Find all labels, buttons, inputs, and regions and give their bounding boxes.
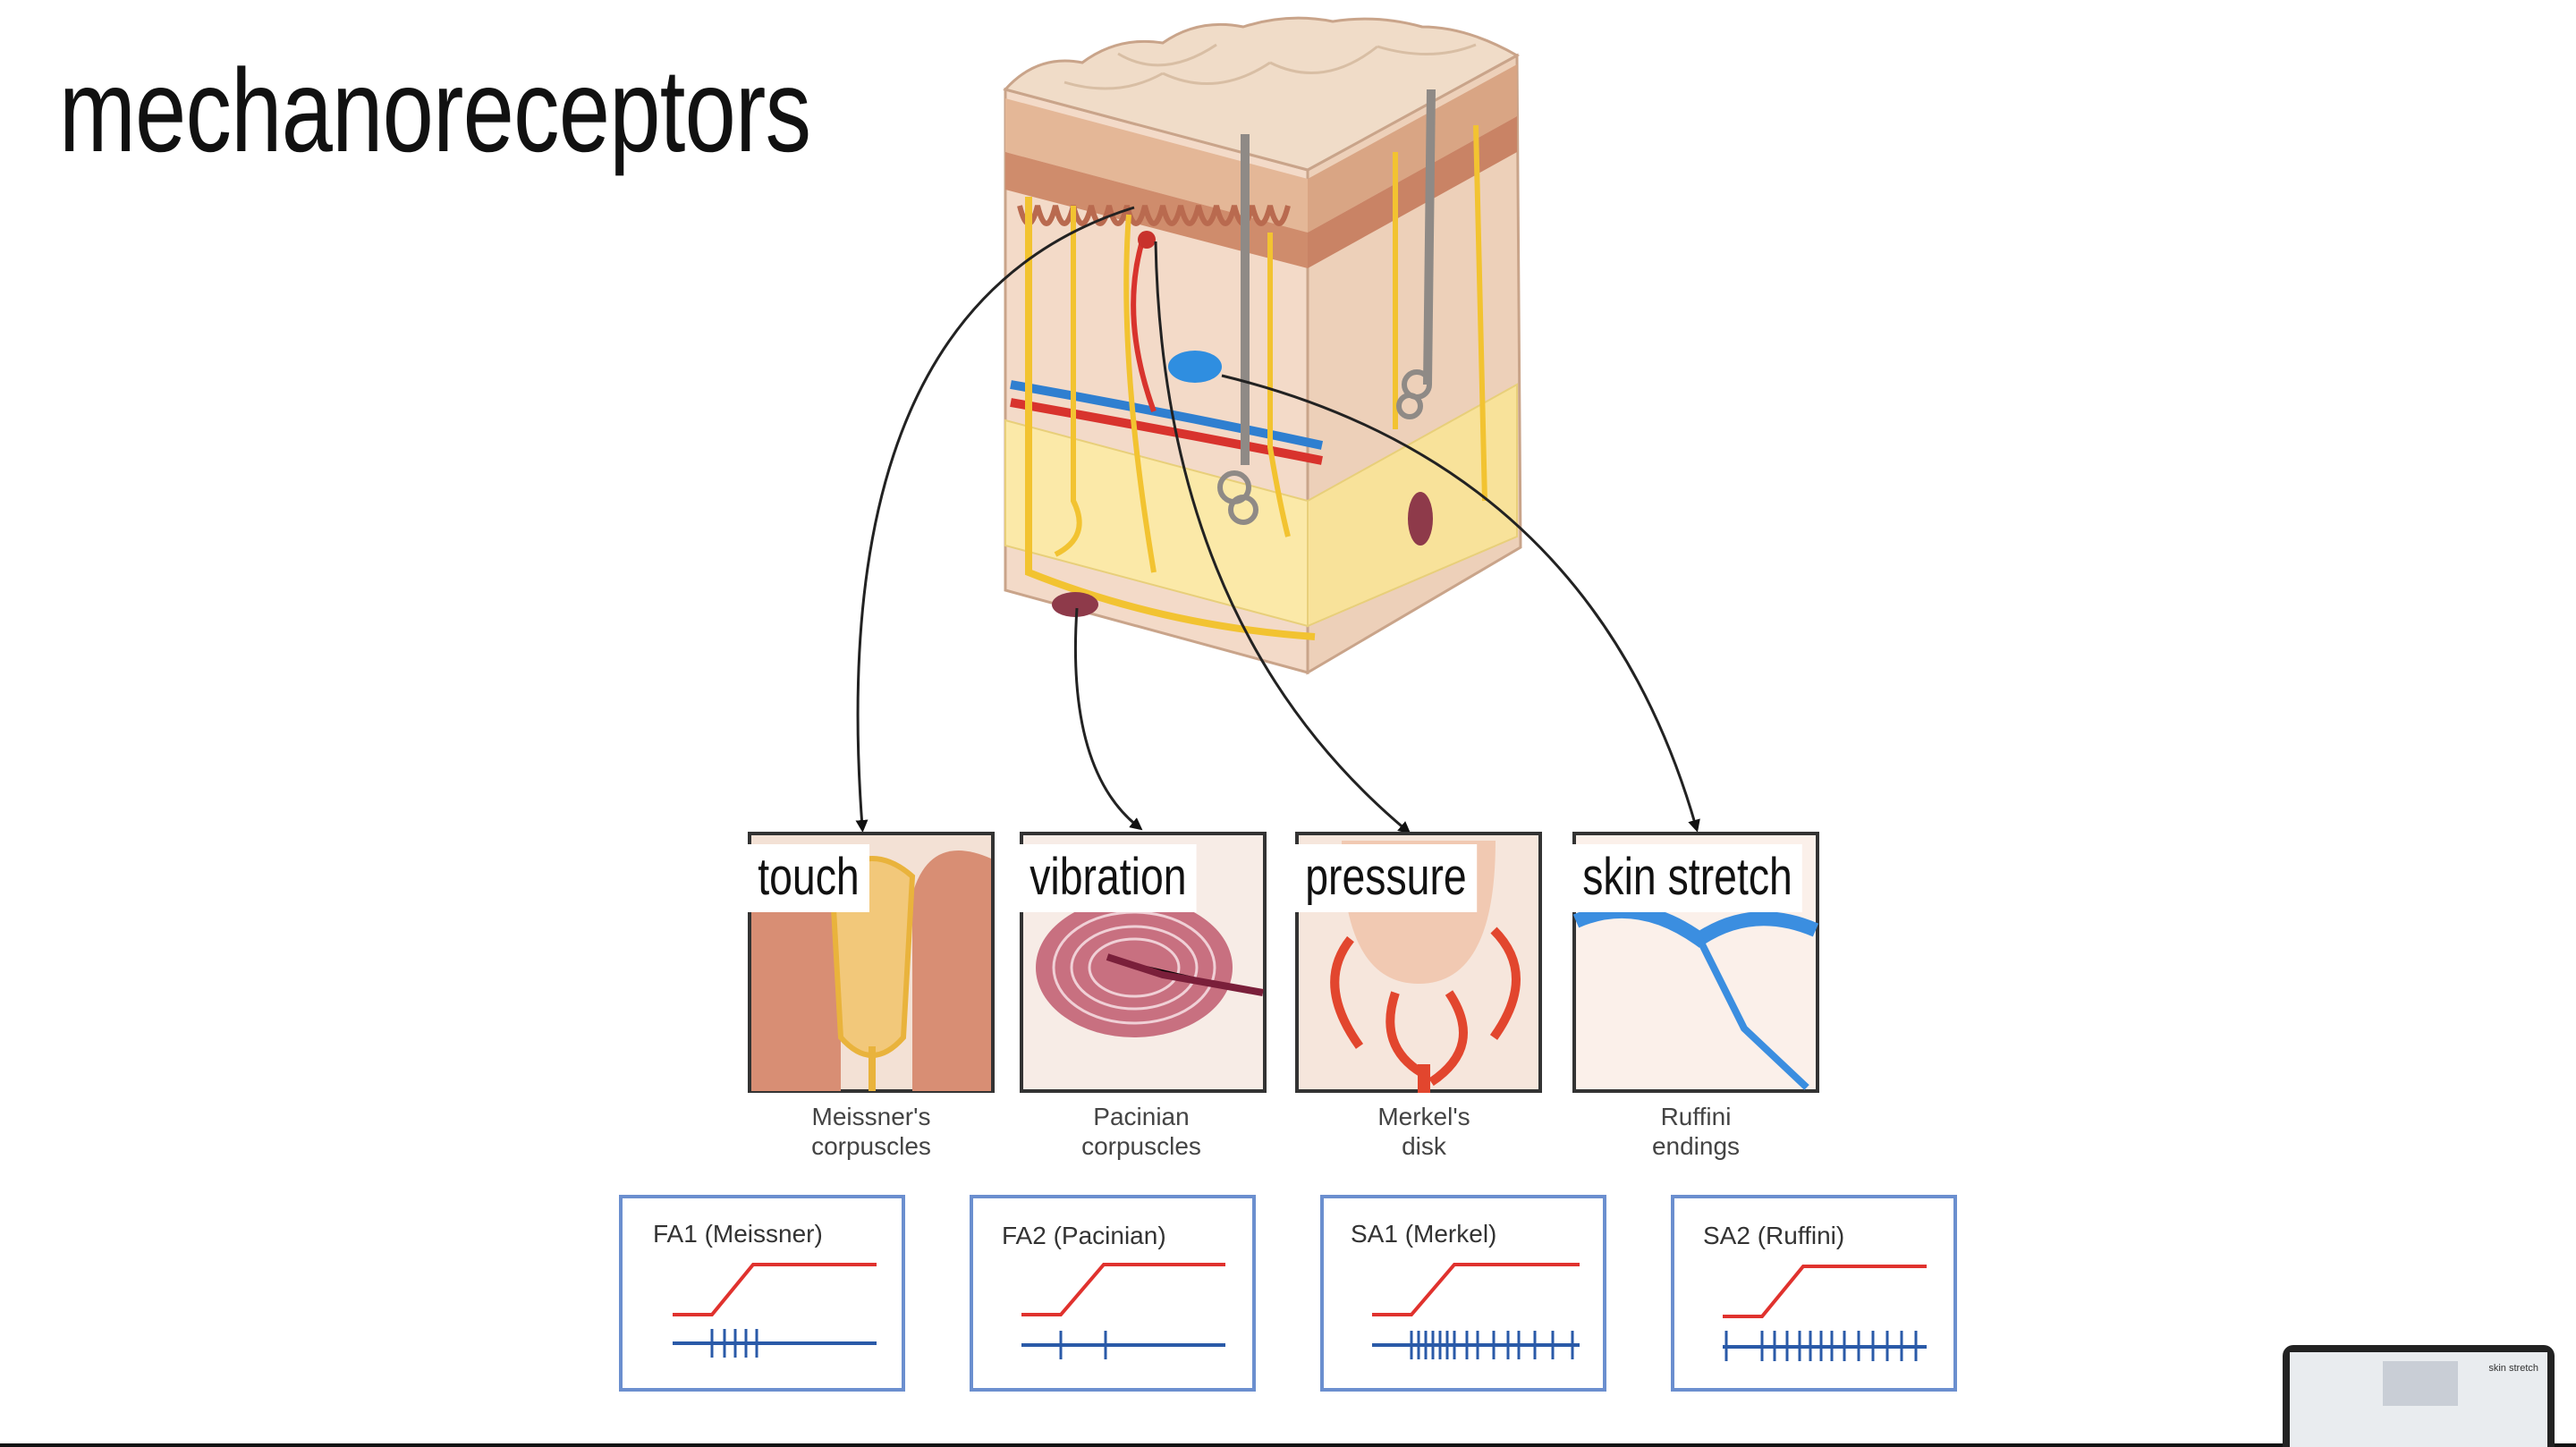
- thumbnail-device-image: [2383, 1361, 2458, 1406]
- thumbnail-label: skin stretch: [2488, 1363, 2538, 1374]
- tag-pressure: pressure: [1295, 844, 1477, 912]
- bottom-rule: [0, 1443, 2576, 1447]
- response-panel-sa2: [1671, 1195, 1957, 1392]
- response-panel-fa1: [619, 1195, 905, 1392]
- response-title-sa2: SA2 (Ruffini): [1703, 1222, 1845, 1249]
- skin-block: [1003, 16, 1522, 675]
- response-panel-sa1: [1320, 1195, 1606, 1392]
- slide-title: mechanoreceptors: [59, 45, 811, 176]
- response-title-fa2: FA2 (Pacinian): [1002, 1222, 1166, 1249]
- tag-vibration: vibration: [1020, 844, 1197, 912]
- arrow-to-touch: [855, 206, 1135, 833]
- presenter-thumbnail[interactable]: skin stretch: [2283, 1345, 2555, 1447]
- arrow-to-pressure: [1154, 241, 1411, 834]
- caption-pacinian: Pacinian corpuscles: [1081, 1103, 1201, 1160]
- caption-meissner: Meissner's corpuscles: [811, 1103, 931, 1160]
- caption-ruffini: Ruffini endings: [1651, 1103, 1741, 1160]
- response-panel-fa2: [970, 1195, 1256, 1392]
- tag-touch: touch: [748, 844, 869, 912]
- tag-skin-stretch: skin stretch: [1572, 844, 1803, 912]
- caption-merkel: Merkel's disk: [1377, 1103, 1470, 1160]
- response-title-fa1: FA1 (Meissner): [653, 1220, 823, 1248]
- arrow-to-vibration: [1073, 607, 1143, 831]
- arrow-to-skin-stretch: [1221, 374, 1700, 833]
- response-title-sa1: SA1 (Merkel): [1351, 1220, 1497, 1248]
- thumbnail-preview: skin stretch: [2290, 1352, 2547, 1447]
- connector-arrows: [855, 206, 1700, 834]
